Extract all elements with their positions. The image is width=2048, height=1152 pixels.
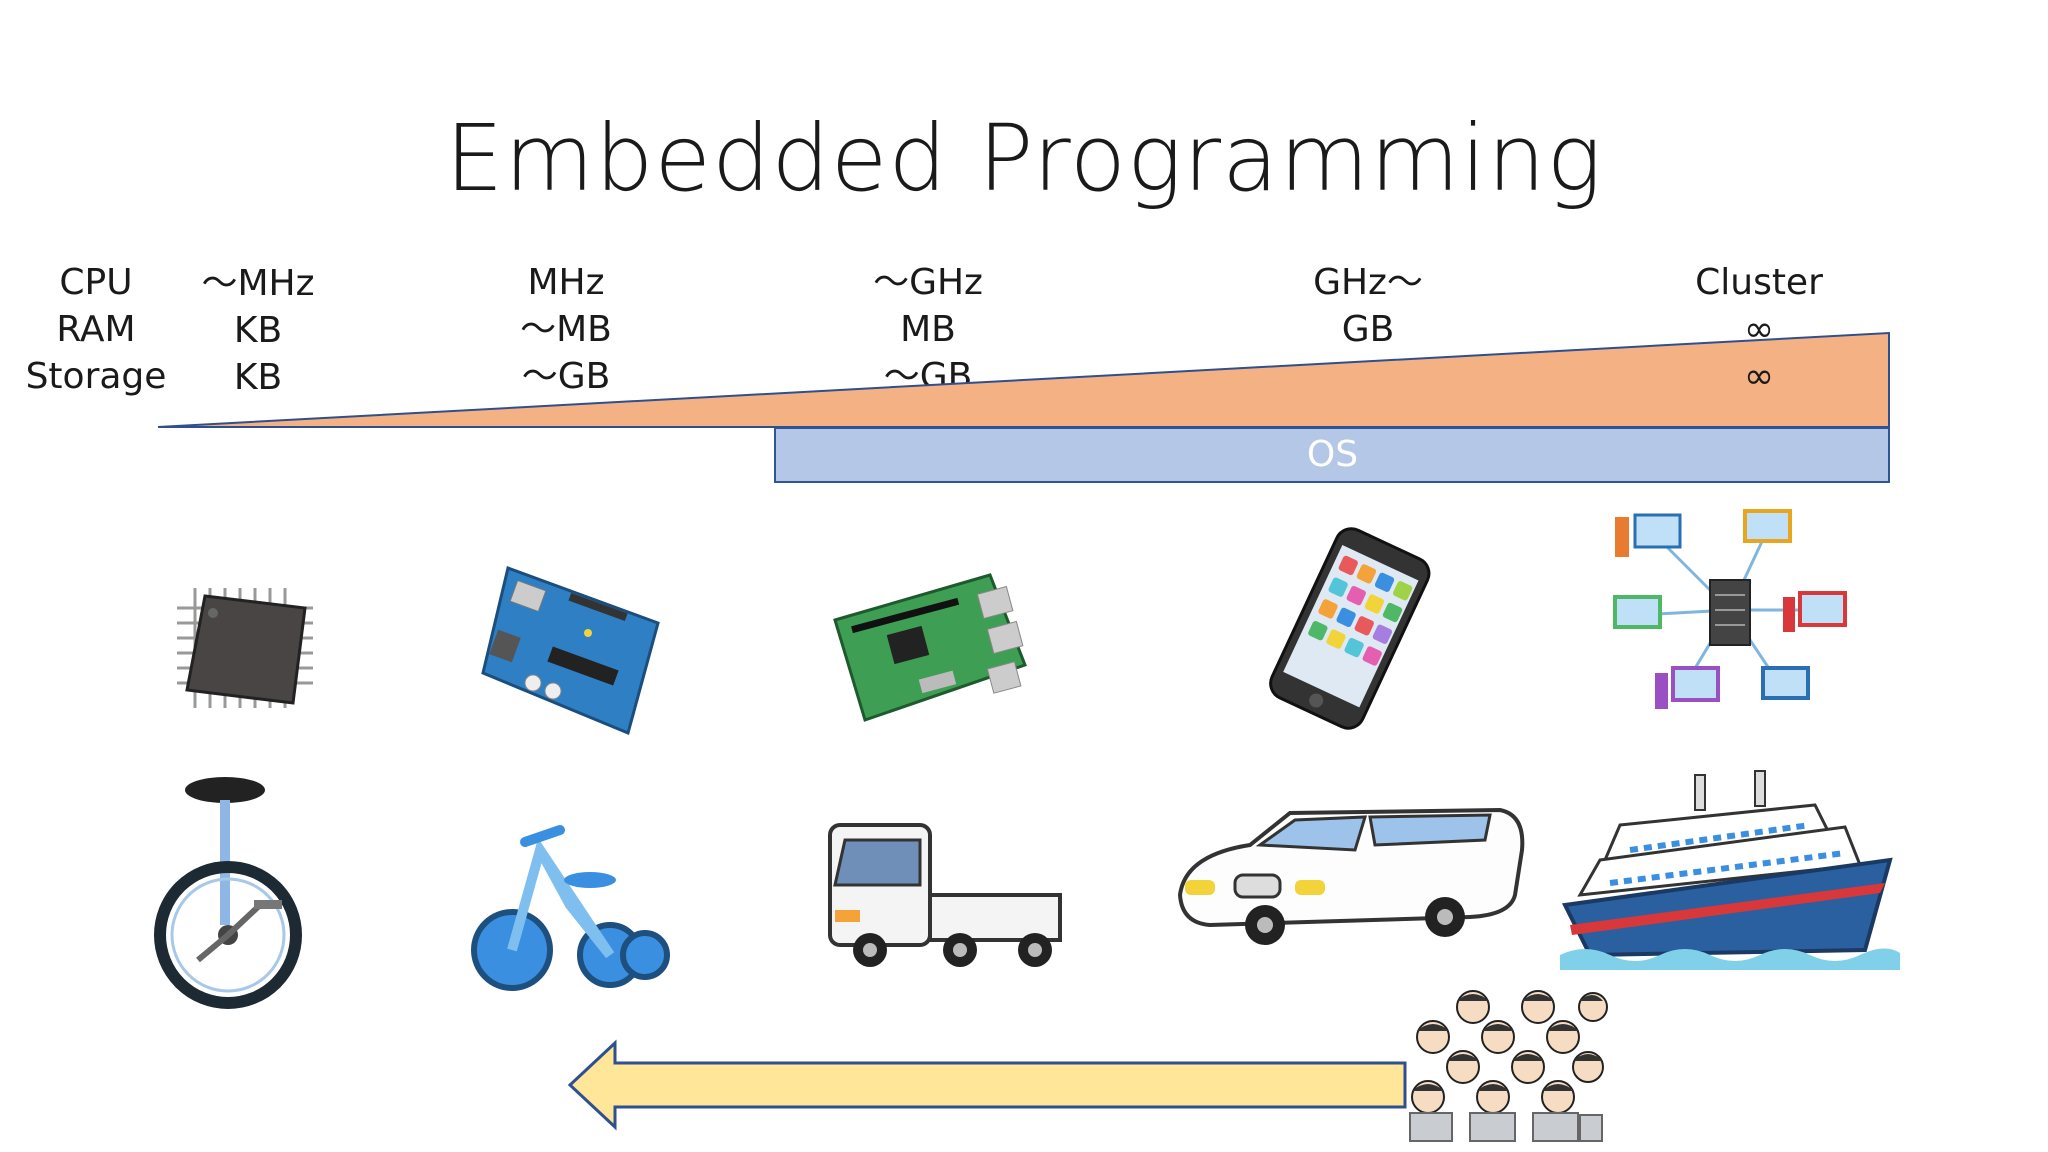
smartphone-icon bbox=[1269, 527, 1431, 730]
row-label-ram: RAM bbox=[56, 309, 136, 350]
spec-column-2: MHz ～MB ～GB bbox=[520, 259, 612, 400]
os-label: OS bbox=[1306, 434, 1359, 475]
spec-column-1: ～MHz KB KB bbox=[201, 260, 314, 401]
arduino-board-icon bbox=[481, 566, 660, 736]
os-bar bbox=[774, 427, 1890, 483]
raspberry-pi-board-icon bbox=[833, 573, 1027, 722]
spec-column-5: Cluster ∞ ∞ bbox=[1695, 259, 1823, 400]
ram-value: ～MB bbox=[520, 309, 612, 350]
microcontroller-chip-icon bbox=[177, 588, 313, 708]
cpu-value: MHz bbox=[527, 262, 605, 303]
cruise-ship-icon bbox=[1560, 770, 1900, 970]
server-cluster-network-icon bbox=[1613, 509, 1847, 709]
cpu-value: GHz～ bbox=[1313, 262, 1423, 303]
resource-wedge bbox=[157, 331, 1890, 428]
row-label-storage: Storage bbox=[25, 356, 167, 397]
ram-value: GB bbox=[1341, 309, 1395, 350]
left-arrow-icon bbox=[567, 1039, 1407, 1131]
storage-value: ～GB bbox=[521, 356, 611, 397]
row-label-cpu: CPU bbox=[59, 262, 133, 303]
bicycle-icon bbox=[471, 825, 670, 991]
slide-title: Embedded Programming bbox=[445, 105, 1603, 212]
storage-value: KB bbox=[233, 357, 283, 398]
cpu-value: Cluster bbox=[1695, 262, 1823, 303]
limousine-icon bbox=[1177, 807, 1525, 945]
ram-value: ∞ bbox=[1744, 309, 1774, 350]
row-labels: CPU RAM Storage bbox=[26, 259, 167, 400]
cpu-value: ～MHz bbox=[201, 263, 315, 304]
unicycle-icon bbox=[154, 777, 302, 1009]
truck-icon bbox=[828, 823, 1062, 967]
ram-value: KB bbox=[233, 310, 283, 351]
storage-value: ∞ bbox=[1744, 356, 1774, 397]
cpu-value: ～GHz bbox=[873, 262, 983, 303]
ram-value: MB bbox=[900, 309, 956, 350]
programmers-crowd-icon bbox=[1409, 990, 1608, 1142]
